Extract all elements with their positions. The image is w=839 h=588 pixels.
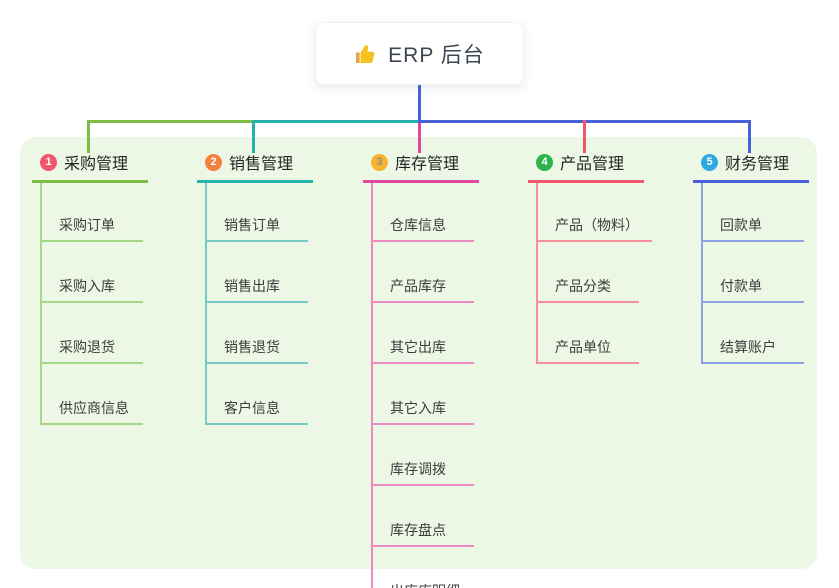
- thumbs-up-icon: [354, 42, 378, 66]
- priority-number-badge: 2: [205, 153, 222, 171]
- child-node[interactable]: 回款单: [703, 183, 804, 242]
- child-node[interactable]: 产品（物料）: [538, 183, 652, 242]
- priority-number-badge: 1: [40, 153, 57, 171]
- child-node[interactable]: 其它入库: [373, 364, 474, 425]
- child-node[interactable]: 其它出库: [373, 303, 474, 364]
- branch-drop-line: [582, 120, 586, 153]
- child-node[interactable]: 付款单: [703, 242, 804, 303]
- branch-node[interactable]: 5 财务管理: [693, 150, 809, 183]
- branch-title: 库存管理: [395, 156, 460, 173]
- branch-children: 采购订单采购入库采购退货供应商信息: [40, 183, 143, 425]
- child-node[interactable]: 出库库明细: [373, 547, 474, 588]
- child-node[interactable]: 客户信息: [207, 364, 308, 425]
- branch: 2 销售管理 销售订单销售出库销售退货客户信息: [197, 150, 357, 425]
- priority-number-badge: 4: [536, 153, 553, 171]
- child-node[interactable]: 结算账户: [703, 303, 804, 364]
- branch-title: 销售管理: [229, 156, 294, 173]
- branch-node[interactable]: 4 产品管理: [528, 150, 644, 183]
- priority-number-badge: 5: [701, 153, 718, 171]
- child-node[interactable]: 采购订单: [42, 183, 143, 242]
- branch-node[interactable]: 2 销售管理: [197, 150, 313, 183]
- child-node[interactable]: 仓库信息: [373, 183, 474, 242]
- branch-title: 产品管理: [560, 156, 625, 173]
- branch: 4 产品管理 产品（物料）产品分类产品单位: [528, 150, 688, 364]
- branch-children: 产品（物料）产品分类产品单位: [536, 183, 652, 364]
- root-node-label: ERP 后台: [388, 43, 485, 67]
- child-node[interactable]: 销售出库: [207, 242, 308, 303]
- branch-node[interactable]: 1 采购管理: [32, 150, 148, 183]
- root-node[interactable]: ERP 后台: [315, 22, 524, 85]
- branch-drop-line: [747, 120, 751, 153]
- child-node[interactable]: 产品单位: [538, 303, 639, 364]
- branch-children: 仓库信息产品库存其它出库其它入库库存调拨库存盘点出库库明细: [371, 183, 474, 588]
- rail-segment-mid: [251, 120, 421, 123]
- branch: 1 采购管理 采购订单采购入库采购退货供应商信息: [32, 150, 192, 425]
- branch-node[interactable]: 3 库存管理: [363, 150, 479, 183]
- branch-drop-line: [417, 120, 421, 153]
- branch: 5 财务管理 回款单付款单结算账户: [693, 150, 839, 364]
- child-node[interactable]: 采购退货: [42, 303, 143, 364]
- branch-title: 财务管理: [725, 156, 790, 173]
- child-node[interactable]: 销售退货: [207, 303, 308, 364]
- branch-drop-line: [86, 120, 90, 153]
- child-node[interactable]: 库存调拨: [373, 425, 474, 486]
- child-node[interactable]: 供应商信息: [42, 364, 143, 425]
- child-node[interactable]: 产品分类: [538, 242, 639, 303]
- child-node[interactable]: 库存盘点: [373, 486, 474, 547]
- branch-title: 采购管理: [64, 156, 129, 173]
- branch: 3 库存管理 仓库信息产品库存其它出库其它入库库存调拨库存盘点出库库明细: [363, 150, 523, 588]
- root-trunk-line: [417, 83, 421, 123]
- child-node[interactable]: 销售订单: [207, 183, 308, 242]
- child-node[interactable]: 产品库存: [373, 242, 474, 303]
- priority-number-badge: 3: [371, 153, 388, 171]
- branch-drop-line: [251, 120, 255, 153]
- branch-children: 回款单付款单结算账户: [701, 183, 804, 364]
- branch-children: 销售订单销售出库销售退货客户信息: [205, 183, 308, 425]
- mindmap-canvas: [20, 137, 817, 569]
- child-node[interactable]: 采购入库: [42, 242, 143, 303]
